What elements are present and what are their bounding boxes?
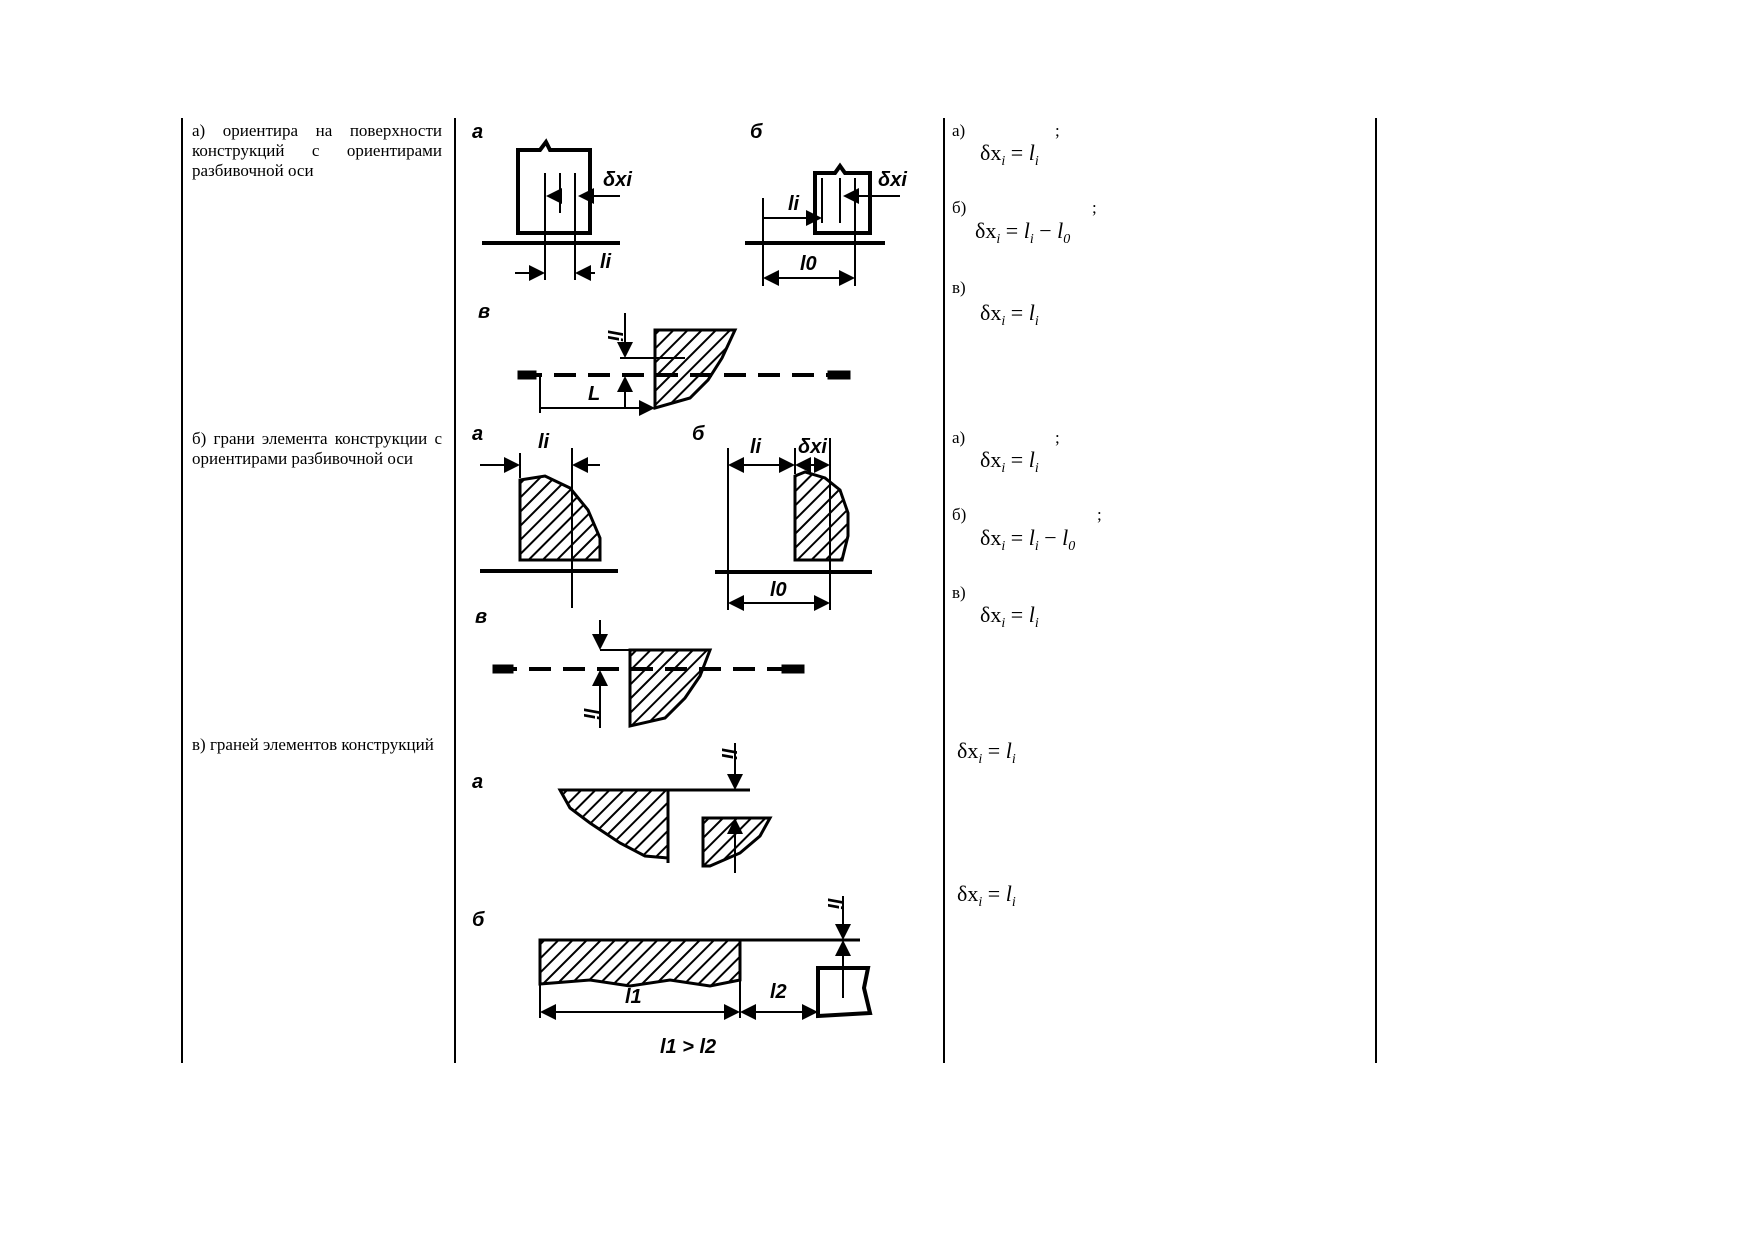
row2-description: б) грани элемента конструкции с ориентир… xyxy=(192,429,442,468)
li-label-row2-a: li xyxy=(538,431,550,453)
dxi-label-fig-a: δxi xyxy=(603,169,632,191)
formula: δxi = li xyxy=(957,738,1016,767)
formula-label: б) xyxy=(952,505,967,524)
li-label-fig-b: li xyxy=(788,193,800,215)
l0-label-row2-b: l0 xyxy=(770,579,787,601)
formula-separator: ; xyxy=(1055,428,1060,447)
row1-fig-a xyxy=(482,138,620,281)
formula-separator: ; xyxy=(1055,121,1060,140)
fig-label-v-row2: в xyxy=(475,606,487,628)
l1-label-row3-b: l1 xyxy=(625,986,642,1008)
li-label-fig-v: li xyxy=(603,330,625,342)
table-border-col1 xyxy=(454,118,456,1063)
formula: δxi = li xyxy=(980,140,1039,169)
formula-separator: ; xyxy=(1097,505,1102,524)
row1-description: а) ориентира на поверхности конструкций … xyxy=(192,121,442,180)
fig-label-b-row3: б xyxy=(472,909,485,931)
fig-label-b-row2: б xyxy=(692,423,705,445)
fig-label-a-row2: а xyxy=(472,423,483,445)
l0-label-fig-b: l0 xyxy=(800,253,817,275)
dxi-label-row2-b: δxi xyxy=(798,436,827,458)
formula: δxi = li xyxy=(980,602,1039,631)
row2-fig-a xyxy=(480,448,618,608)
li-label-row2-v: li xyxy=(579,708,601,720)
row1-fig-b xyxy=(745,162,900,286)
li-label-row3-b: li xyxy=(823,898,845,910)
dxi-label-fig-b: δxi xyxy=(878,169,907,191)
row3-fig-a xyxy=(557,743,773,873)
formula-label: в) xyxy=(952,583,966,602)
formula-separator: ; xyxy=(1092,198,1097,217)
formula-label: а) xyxy=(952,121,966,140)
formula-label: в) xyxy=(952,278,966,297)
formula: δxi = li xyxy=(980,300,1039,329)
formula: δxi = li xyxy=(980,447,1039,476)
formula-label: б) xyxy=(952,198,967,217)
fig-label-b-row1: б xyxy=(750,121,763,143)
formula-label: а) xyxy=(952,428,966,447)
fig-label-a-row3: а xyxy=(472,771,483,793)
fig-label-a-row1: а xyxy=(472,121,483,143)
row2-fig-b xyxy=(715,438,872,611)
l2-label-row3-b: l2 xyxy=(770,981,787,1003)
formula: δxi = li xyxy=(957,881,1016,910)
table-border-col2 xyxy=(943,118,945,1063)
technical-drawings: а δxi li б li δxi l0 в xyxy=(472,121,907,1058)
formula: δxi = li − l0 xyxy=(980,525,1076,554)
li-label-row3-a: li xyxy=(717,748,739,760)
table-border-left xyxy=(181,118,183,1063)
row3-fig-b xyxy=(538,896,873,1020)
table-border-right xyxy=(1375,118,1377,1063)
row1-fig-v xyxy=(517,313,851,416)
row3-description: в) граней элементов конструкций xyxy=(192,735,434,754)
fig-label-v-row1: в xyxy=(478,301,490,323)
li-label-fig-a: li xyxy=(600,251,612,273)
L-label-fig-v: L xyxy=(588,383,600,405)
li-label-row2-b: li xyxy=(750,436,762,458)
formula: δxi = li − l0 xyxy=(975,218,1071,247)
l1-gt-l2-label: l1 > l2 xyxy=(660,1036,716,1058)
row2-fig-v xyxy=(492,620,805,728)
